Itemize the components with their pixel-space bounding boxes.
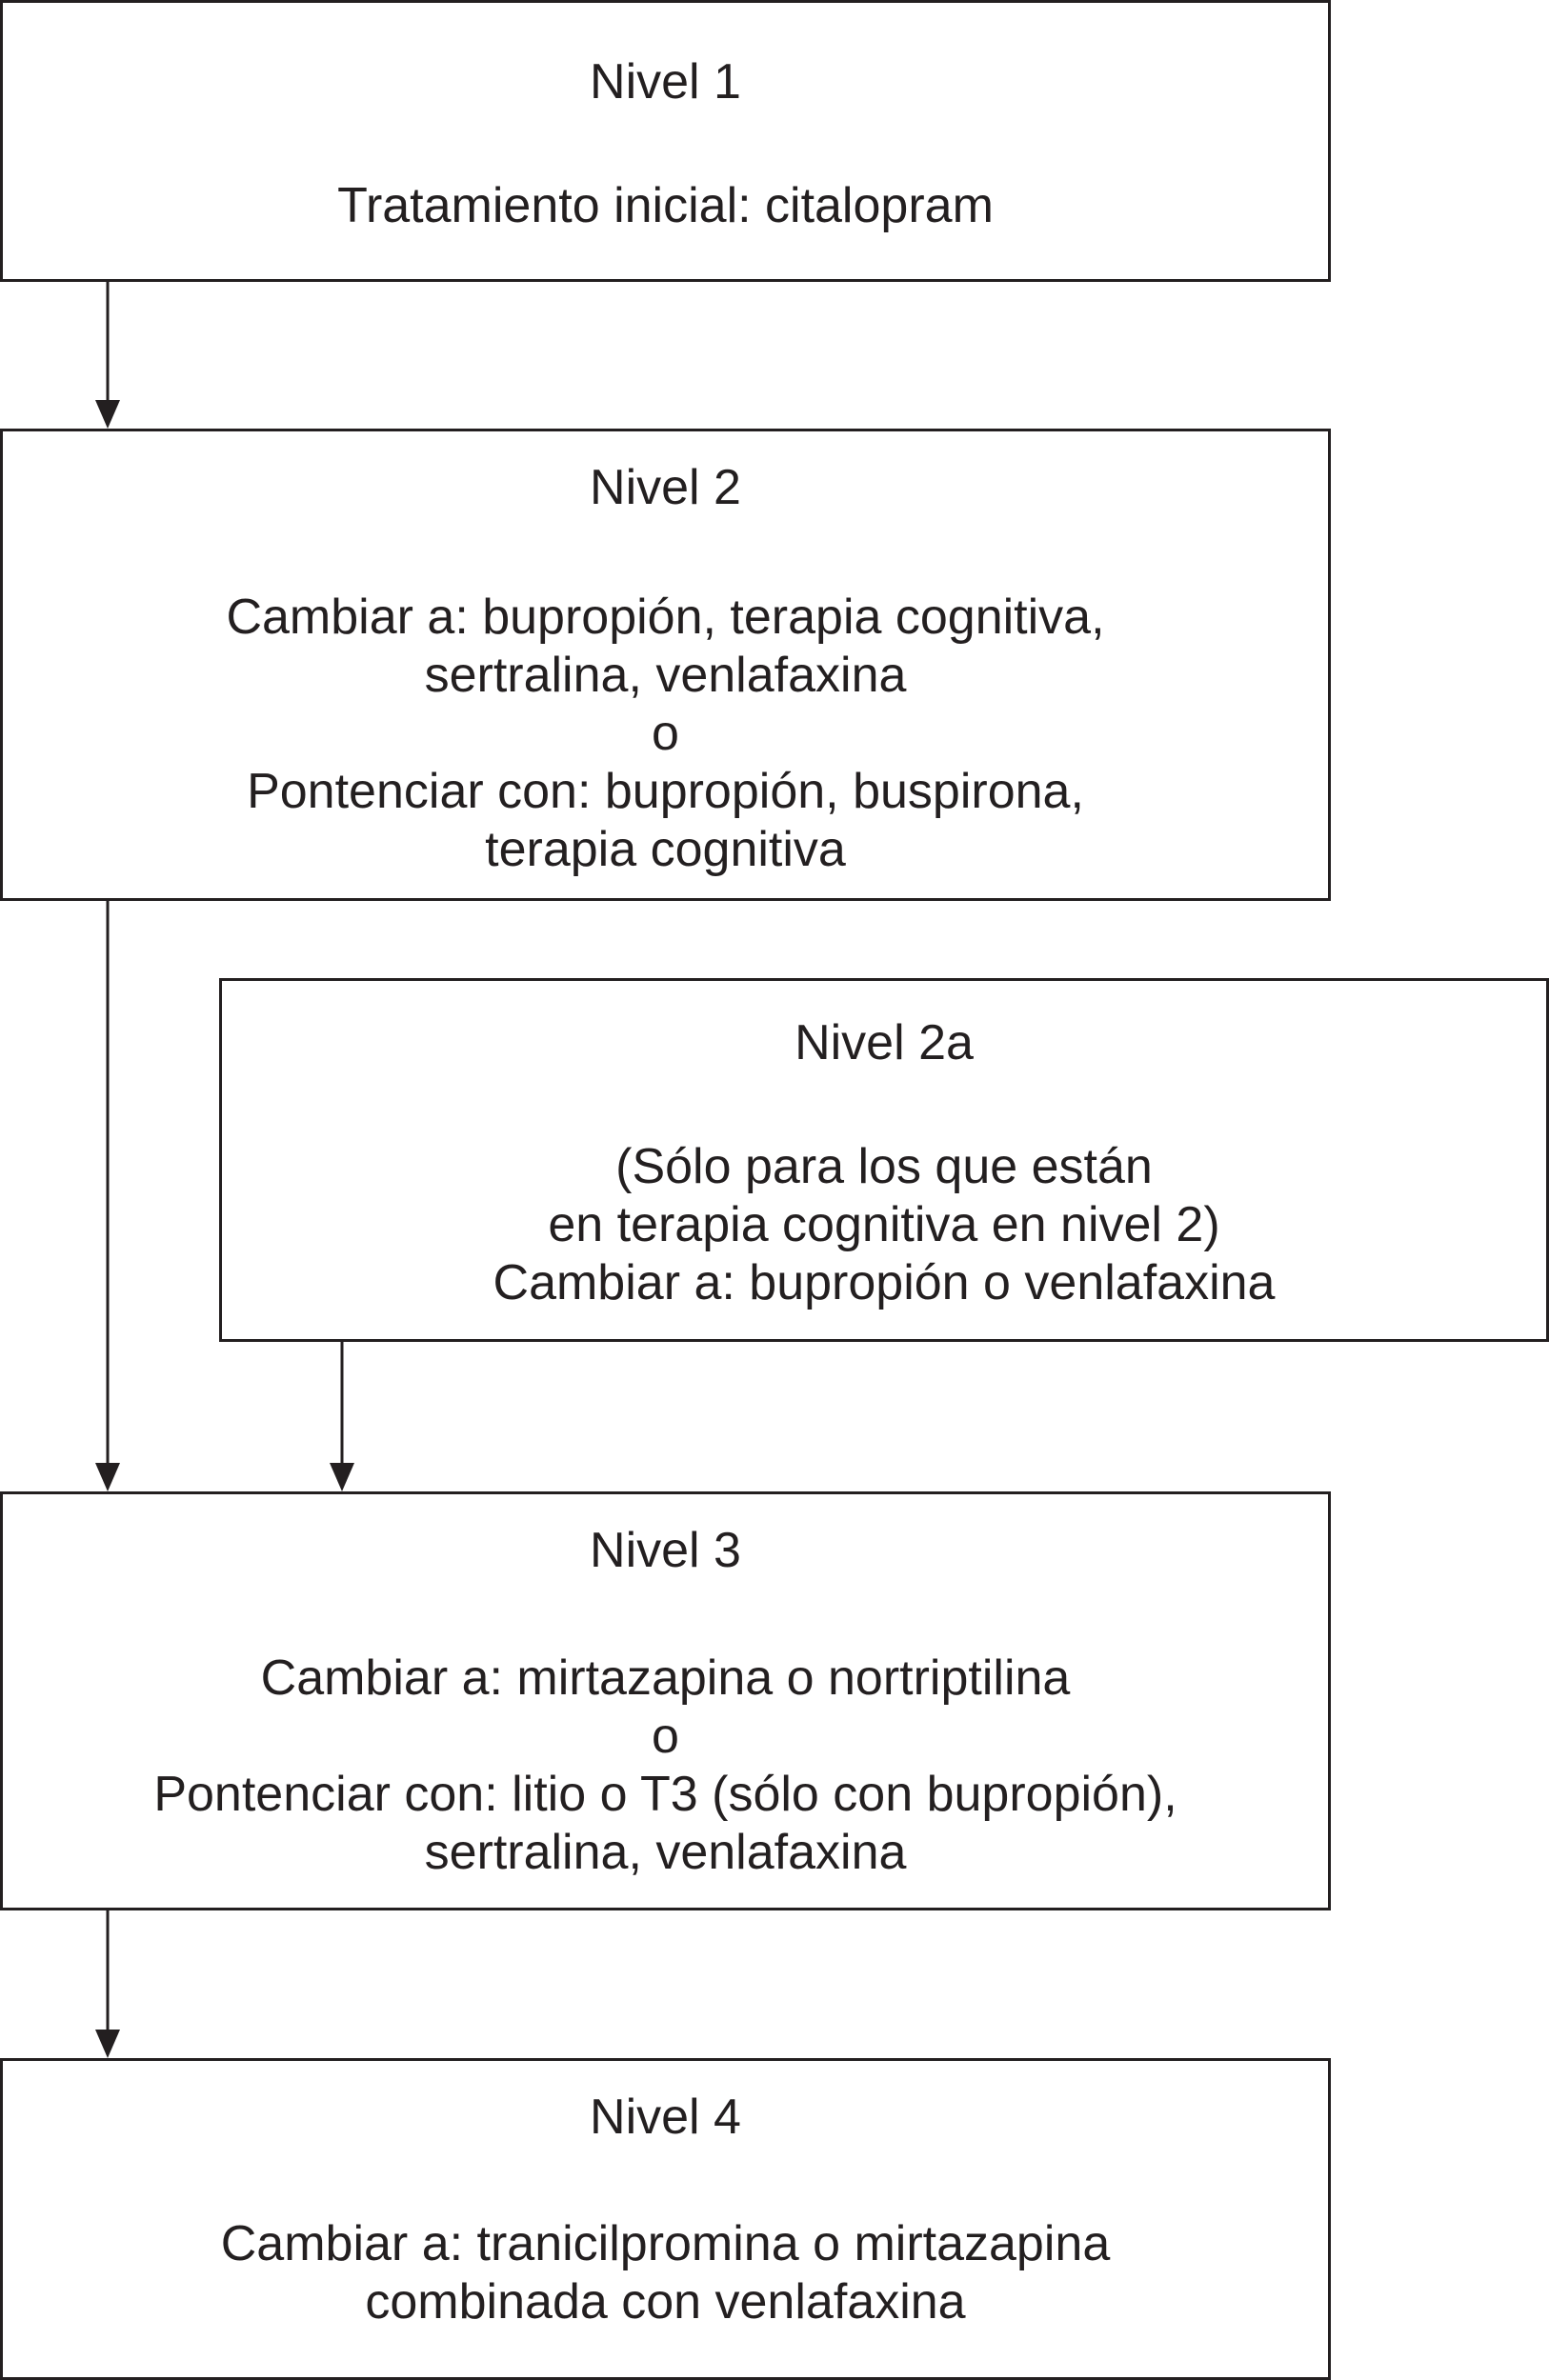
level-box-nivel-3: Nivel 3 Cambiar a: mirtazapina o nortrip… (0, 1491, 1331, 1910)
level-description: Cambiar a: mirtazapina o nortriptilina o… (3, 1650, 1328, 1882)
arrow-nivel-2a-to-nivel-3 (330, 1342, 354, 1491)
level-text-line: combinada con venlafaxina (365, 2274, 966, 2330)
level-text-line: sertralina, venlafaxina (424, 1825, 907, 1880)
arrow-nivel-3-to-nivel-4 (95, 1910, 120, 2058)
level-title: Nivel 2 (590, 460, 741, 515)
level-text-line: Pontenciar con: litio o T3 (sólo con bup… (153, 1767, 1177, 1822)
level-title: Nivel 4 (590, 2090, 741, 2145)
level-text-line: Cambiar a: bupropión o venlafaxina (493, 1255, 1276, 1310)
level-text-line: Cambiar a: mirtazapina o nortriptilina (260, 1650, 1071, 1706)
level-text-line: Cambiar a: tranicilpromina o mirtazapina (220, 2216, 1111, 2271)
arrow-nivel-1-to-nivel-2 (95, 282, 120, 429)
level-box-nivel-4: Nivel 4 Cambiar a: tranicilpromina o mir… (0, 2058, 1331, 2380)
level-description: Tratamiento inicial: citalopram (3, 177, 1328, 235)
level-description: (Sólo para los que están en terapia cogn… (222, 1138, 1546, 1312)
level-text-line: Cambiar a: bupropión, terapia cognitiva, (226, 590, 1105, 645)
level-text-line: sertralina, venlafaxina (424, 648, 907, 703)
level-box-nivel-2: Nivel 2 Cambiar a: bupropión, terapia co… (0, 429, 1331, 901)
level-text-line: terapia cognitiva (485, 822, 846, 877)
level-text-line: en terapia cognitiva en nivel 2) (548, 1197, 1220, 1252)
level-text-line: (Sólo para los que están (615, 1139, 1153, 1194)
level-box-nivel-1: Nivel 1 Tratamiento inicial: citalopram (0, 0, 1331, 282)
level-title: Nivel 3 (590, 1523, 741, 1578)
level-description: Cambiar a: bupropión, terapia cognitiva,… (3, 589, 1328, 879)
level-text-line: o (652, 706, 679, 761)
arrow-nivel-2-to-nivel-3 (95, 901, 120, 1491)
level-title: Nivel 2a (795, 1015, 974, 1070)
level-text-line: Pontenciar con: bupropión, buspirona, (247, 764, 1084, 819)
level-box-nivel-2a: Nivel 2a (Sólo para los que están en ter… (219, 978, 1549, 1342)
level-text-line: Tratamiento inicial: citalopram (337, 178, 994, 233)
level-description: Cambiar a: tranicilpromina o mirtazapina… (3, 2215, 1328, 2331)
level-text-line: o (652, 1709, 679, 1764)
level-title: Nivel 1 (590, 54, 741, 110)
